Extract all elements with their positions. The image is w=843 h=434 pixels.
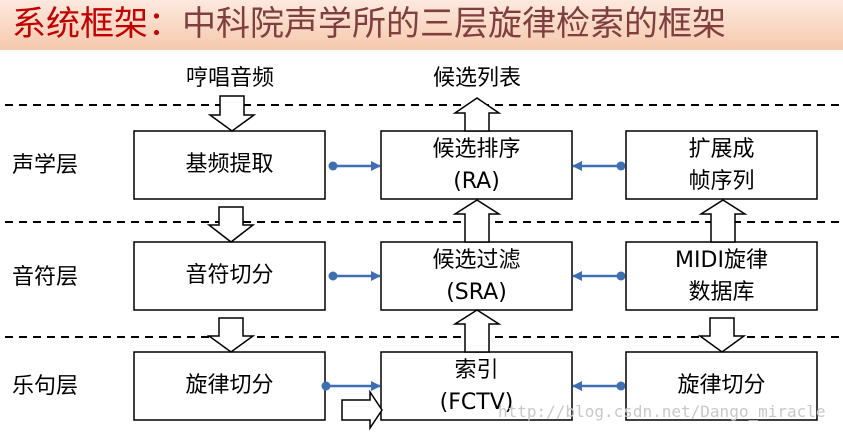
- box-label-line: (FCTV): [439, 390, 514, 415]
- connector-dot: [321, 381, 331, 391]
- connector-dot: [616, 161, 626, 171]
- title-main: 系统框架：: [12, 4, 182, 44]
- box-label-melody-segmentation-right: 旋律切分: [626, 370, 817, 402]
- page-title: 系统框架：中科院声学所的三层旋律检索的框架: [12, 4, 726, 44]
- flow-arrow-down: [206, 317, 256, 353]
- box-note-right: [625, 241, 818, 311]
- box-label-line: 扩展成: [688, 137, 755, 162]
- flow-arrow-down: [206, 206, 256, 243]
- box-label-line: 候选过滤: [432, 248, 521, 273]
- watermark: http://blog.csdn.net/Dango_miracle: [498, 402, 826, 421]
- output-candidate-list-label: 候选列表: [433, 66, 522, 91]
- box-acoustic-left: [133, 130, 326, 200]
- flow-arrow-down: [697, 317, 747, 353]
- box-phrase-left: [133, 351, 326, 421]
- box-label-line: 候选排序: [432, 137, 521, 162]
- box-label-line: 帧序列: [688, 169, 755, 194]
- box-phrase-right: [625, 351, 818, 421]
- title-bar: 系统框架：中科院声学所的三层旋律检索的框架: [0, 0, 843, 50]
- flow-arrow-up: [452, 199, 502, 243]
- box-label-candidate-ranking: 候选排序 (RA): [381, 134, 572, 198]
- connector-dot: [616, 271, 626, 281]
- box-label-line: 旋律切分: [185, 373, 274, 398]
- flow-arrow-right: [341, 389, 383, 431]
- box-label-line: 旋律切分: [677, 373, 766, 398]
- box-label-line: (RA): [453, 169, 500, 194]
- box-label-line: MIDI旋律: [675, 248, 768, 273]
- box-acoustic-right: [625, 130, 818, 200]
- connector-dot: [616, 381, 626, 391]
- flow-arrow-down: [207, 95, 257, 132]
- box-label-line: (SRA): [446, 280, 507, 305]
- box-label-index: 索引 (FCTV): [381, 355, 572, 419]
- box-label-melody-segmentation-left: 旋律切分: [134, 370, 325, 402]
- box-label-note-segmentation: 音符切分: [134, 260, 325, 292]
- box-label-midi-database: MIDI旋律 数据库: [626, 245, 817, 309]
- box-note-left: [133, 241, 326, 311]
- title-subtitle: 中科院声学所的三层旋律检索的框架: [182, 4, 726, 44]
- connector-dot: [328, 271, 338, 281]
- connector-dot: [328, 161, 338, 171]
- layer-label-note: 音符层: [12, 265, 79, 290]
- flow-arrow-up: [452, 309, 502, 353]
- box-label-pitch-extraction: 基频提取: [134, 149, 325, 181]
- flow-arrow-up: [698, 199, 748, 243]
- box-label-line: 数据库: [688, 280, 755, 305]
- box-label-line: 音符切分: [185, 263, 274, 288]
- input-audio-label: 哼唱音频: [186, 66, 275, 91]
- box-acoustic-center: [380, 130, 573, 200]
- box-phrase-center: [380, 351, 573, 421]
- box-label-expand-frames: 扩展成 帧序列: [626, 134, 817, 198]
- box-label-candidate-filtering: 候选过滤 (SRA): [381, 245, 572, 309]
- box-label-line: 索引: [454, 358, 499, 383]
- flow-arrow-up: [452, 97, 502, 132]
- layer-label-phrase: 乐句层: [12, 374, 79, 399]
- box-label-line: 基频提取: [185, 152, 274, 177]
- layer-label-acoustic: 声学层: [12, 153, 79, 178]
